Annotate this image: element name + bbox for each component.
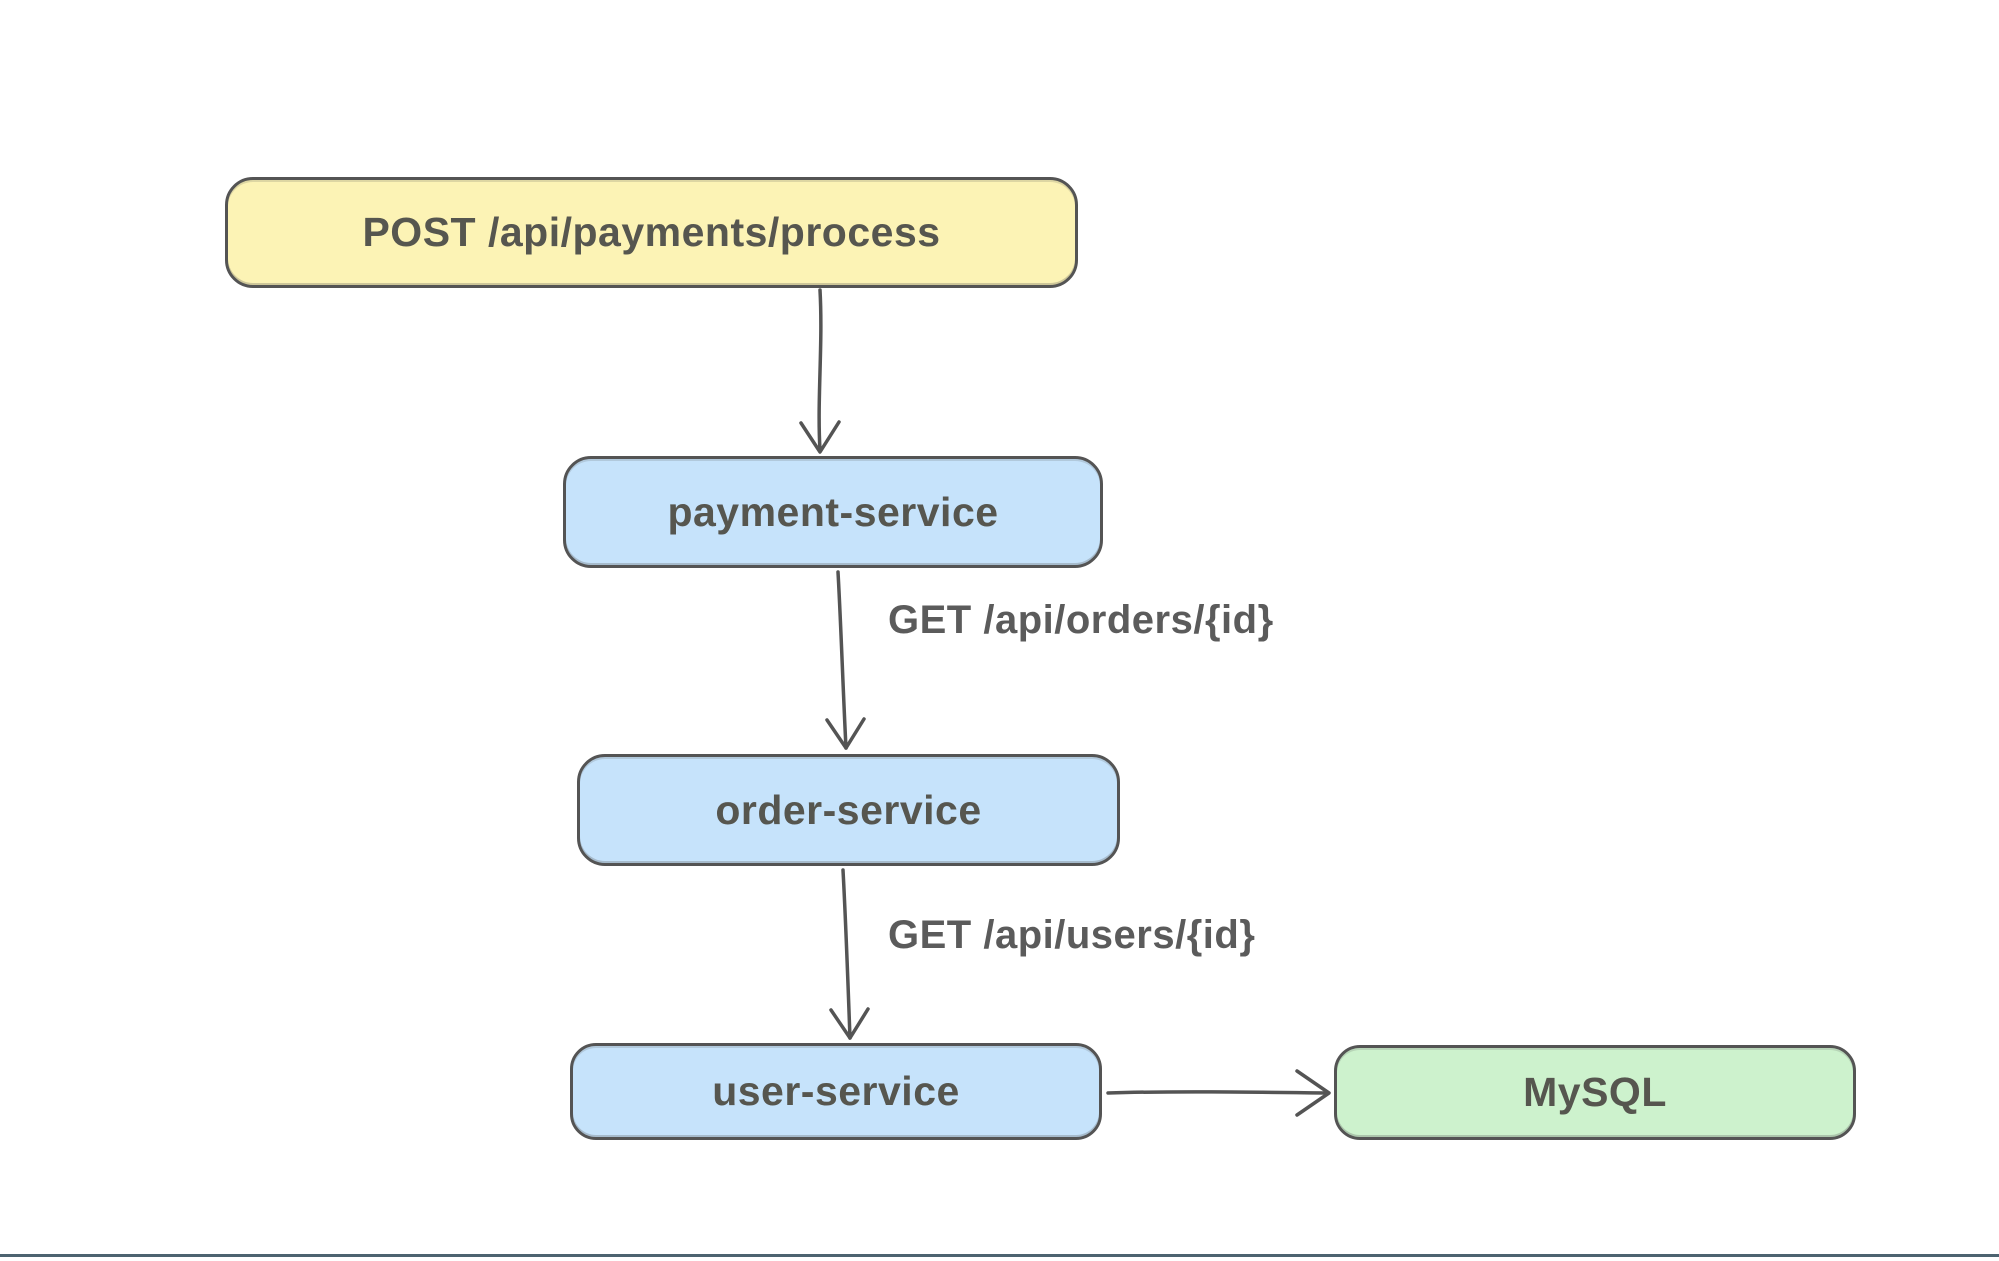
node-order-service: order-service	[577, 754, 1120, 866]
arrowhead-icon	[825, 717, 866, 750]
edge-order-to-user-service	[829, 868, 870, 1040]
edge-label-get-users: GET /api/users/{id}	[888, 913, 1256, 957]
node-api-endpoint: POST /api/payments/process	[225, 177, 1078, 288]
arrowhead-icon	[829, 1007, 870, 1040]
edge-line	[836, 570, 848, 750]
edge-payment-to-order-service	[825, 570, 866, 750]
arrowhead-icon	[1295, 1069, 1331, 1117]
node-label: order-service	[715, 786, 982, 833]
node-label: MySQL	[1523, 1069, 1667, 1115]
node-mysql-database: MySQL	[1334, 1045, 1856, 1140]
node-payment-service: payment-service	[563, 456, 1103, 568]
node-label: POST /api/payments/process	[362, 209, 941, 255]
arrowhead-icon	[799, 420, 841, 454]
edge-endpoint-to-payment-service	[799, 288, 841, 454]
node-label: payment-service	[667, 488, 999, 535]
edge-user-service-to-mysql	[1106, 1069, 1331, 1117]
footer-rule	[0, 1254, 1999, 1257]
edge-line	[1106, 1090, 1329, 1095]
edge-line	[841, 868, 852, 1040]
node-label: user-service	[712, 1068, 960, 1114]
edge-label-get-orders: GET /api/orders/{id}	[888, 598, 1274, 642]
node-user-service: user-service	[570, 1043, 1102, 1140]
edge-line	[817, 288, 823, 452]
